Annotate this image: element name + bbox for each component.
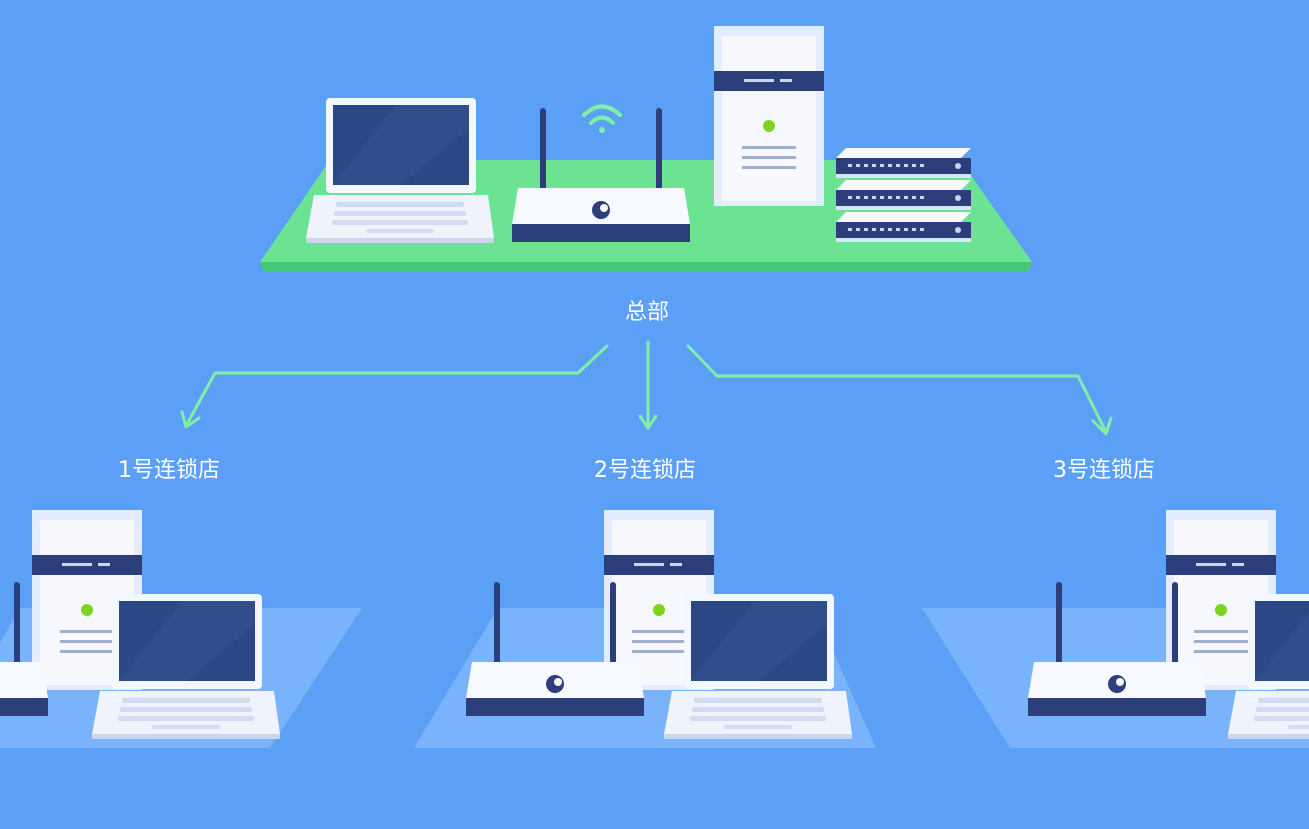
arrow-to-store-2 [638, 340, 658, 430]
hq-laptop [306, 98, 494, 243]
headquarters-label: 总部 [624, 300, 670, 325]
store-2-label: 2号连锁店 [594, 458, 696, 483]
store-2-laptop [664, 594, 852, 739]
store-1-group [0, 510, 362, 748]
wifi-icon [582, 104, 622, 133]
hq-rack-servers [836, 148, 971, 242]
store-2-group [414, 510, 876, 748]
connection-arrows [180, 340, 1113, 436]
headquarters-group [260, 26, 1032, 272]
arrow-to-store-3 [686, 344, 1113, 436]
arrow-to-store-1 [180, 344, 609, 429]
store-1-laptop [92, 594, 280, 739]
hq-tower-server [714, 26, 824, 206]
store-1-label: 1号连锁店 [118, 458, 220, 483]
store-3-group [922, 510, 1309, 748]
store-3-label: 3号连锁店 [1053, 458, 1155, 483]
